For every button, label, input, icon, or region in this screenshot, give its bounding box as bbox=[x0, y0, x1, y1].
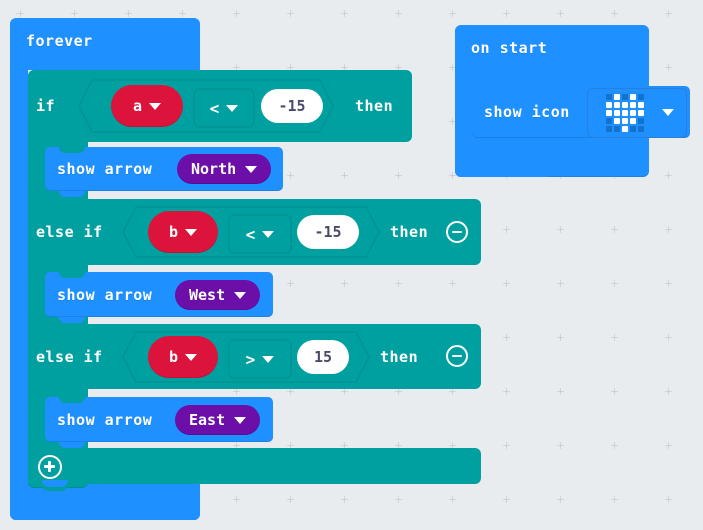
operator-dropdown-2[interactable]: < bbox=[228, 214, 292, 254]
if-keyword: if bbox=[36, 97, 56, 115]
led-3-0 bbox=[606, 118, 612, 124]
arrow-direction-east: East bbox=[189, 411, 226, 429]
variable-name-b-1: b bbox=[168, 223, 179, 241]
chevron-down-icon bbox=[185, 353, 198, 361]
show-icon-label: show icon bbox=[484, 103, 570, 121]
plus-circle-icon-v bbox=[48, 461, 51, 472]
led-0-1 bbox=[614, 94, 620, 100]
icon-matrix-field[interactable] bbox=[587, 88, 687, 138]
add-branch-button[interactable] bbox=[38, 455, 62, 479]
statement-bottom-nub bbox=[59, 191, 85, 197]
led-2-3 bbox=[630, 110, 636, 116]
heart-icon bbox=[606, 94, 644, 132]
chevron-down-icon bbox=[662, 109, 674, 116]
then-keyword-1: then bbox=[355, 97, 394, 115]
led-2-0 bbox=[606, 110, 612, 116]
else-if-keyword-2: else if bbox=[36, 348, 103, 366]
forever-body-left-rail bbox=[10, 70, 28, 490]
forever-bottom-notch bbox=[42, 480, 68, 487]
chevron-down-icon bbox=[149, 102, 162, 110]
show-arrow-label-north: show arrow bbox=[57, 160, 153, 178]
add-branch-row[interactable] bbox=[28, 448, 481, 484]
minus-circle-icon bbox=[451, 354, 462, 358]
on-start-label: on start bbox=[471, 39, 548, 57]
variable-reporter-a[interactable]: a bbox=[111, 85, 183, 127]
chevron-down-icon bbox=[234, 291, 247, 299]
led-2-1 bbox=[614, 110, 620, 116]
number-value-3: 15 bbox=[313, 348, 333, 366]
minus-circle-icon bbox=[451, 230, 462, 234]
led-4-3 bbox=[630, 126, 636, 132]
led-3-4 bbox=[638, 118, 644, 124]
statement-top-notch bbox=[59, 397, 85, 403]
chevron-down-icon bbox=[262, 355, 275, 363]
remove-branch-button-2[interactable] bbox=[446, 345, 468, 367]
chevron-down-icon bbox=[234, 416, 247, 424]
show-icon-block[interactable]: show icon bbox=[472, 86, 690, 144]
variable-reporter-b-2[interactable]: b bbox=[148, 336, 218, 378]
number-field-3[interactable]: 15 bbox=[297, 340, 349, 374]
led-1-1 bbox=[614, 102, 620, 108]
show-arrow-label-east: show arrow bbox=[57, 410, 153, 429]
else-if-keyword-1: else if bbox=[36, 223, 103, 241]
variable-reporter-b-1[interactable]: b bbox=[148, 211, 218, 253]
number-value-2: -15 bbox=[314, 223, 342, 241]
operator-dropdown-1[interactable]: < bbox=[193, 88, 255, 128]
arrow-direction-dropdown-east[interactable]: East bbox=[175, 405, 261, 435]
variable-name-a: a bbox=[132, 97, 143, 115]
statement-top-notch bbox=[59, 272, 85, 278]
forever-label: forever bbox=[26, 32, 93, 50]
chevron-down-icon bbox=[185, 228, 198, 236]
chevron-down-icon bbox=[226, 104, 239, 112]
led-1-2 bbox=[622, 102, 628, 108]
arrow-direction-dropdown-north[interactable]: North bbox=[177, 154, 272, 184]
show-arrow-block-east[interactable]: show arrow East bbox=[45, 397, 273, 448]
operator-dropdown-3[interactable]: > bbox=[228, 339, 292, 379]
arrow-direction-north: North bbox=[191, 160, 237, 178]
remove-branch-button-1[interactable] bbox=[446, 221, 468, 243]
on-start-bottom-fill bbox=[455, 138, 553, 177]
led-1-4 bbox=[638, 102, 644, 108]
led-4-2 bbox=[622, 126, 628, 132]
led-0-0 bbox=[606, 94, 612, 100]
then-keyword-3: then bbox=[380, 348, 419, 366]
led-3-1 bbox=[614, 118, 620, 124]
statement-top-notch bbox=[59, 147, 85, 153]
if-block-bottom-notch bbox=[42, 484, 68, 491]
led-3-2 bbox=[622, 118, 628, 124]
operator-symbol-1: < bbox=[209, 98, 220, 118]
led-1-3 bbox=[630, 102, 636, 108]
then-keyword-2: then bbox=[390, 223, 429, 241]
statement-bottom-nub bbox=[59, 317, 85, 323]
number-field-1[interactable]: -15 bbox=[261, 89, 323, 123]
show-arrow-block-north[interactable]: show arrow North bbox=[45, 147, 283, 197]
statement-bottom-nub bbox=[59, 442, 85, 448]
operator-symbol-2: < bbox=[245, 224, 256, 244]
number-field-2[interactable]: -15 bbox=[297, 215, 359, 249]
show-arrow-label-west: show arrow bbox=[57, 285, 153, 304]
arrow-direction-west: West bbox=[189, 286, 226, 304]
show-arrow-block-west[interactable]: show arrow West bbox=[45, 272, 273, 323]
led-4-0 bbox=[606, 126, 612, 132]
led-0-2 bbox=[622, 94, 628, 100]
led-1-0 bbox=[606, 102, 612, 108]
led-2-4 bbox=[638, 110, 644, 116]
variable-name-b-2: b bbox=[168, 348, 179, 366]
led-4-1 bbox=[614, 126, 620, 132]
statement-top-notch bbox=[486, 86, 512, 92]
led-4-4 bbox=[638, 126, 644, 132]
chevron-down-icon bbox=[245, 165, 258, 173]
led-0-4 bbox=[638, 94, 644, 100]
led-2-2 bbox=[622, 110, 628, 116]
led-3-3 bbox=[630, 118, 636, 124]
number-value-1: -15 bbox=[278, 97, 306, 115]
operator-symbol-3: > bbox=[245, 349, 256, 369]
chevron-down-icon bbox=[262, 230, 275, 238]
led-0-3 bbox=[630, 94, 636, 100]
arrow-direction-dropdown-west[interactable]: West bbox=[175, 280, 261, 310]
